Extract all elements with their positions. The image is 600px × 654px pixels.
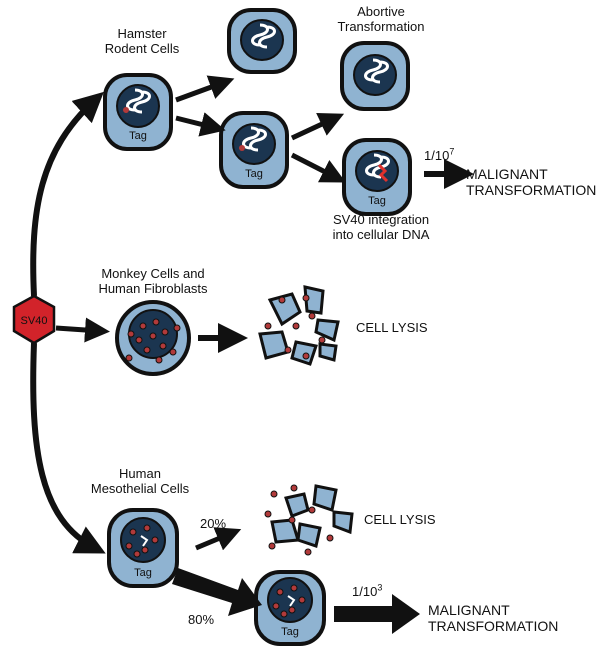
thick-arrow-malignant-2: [334, 594, 420, 634]
transformed-mesothelial-cell: [254, 570, 326, 646]
tag-label-1: Tag: [129, 130, 147, 142]
arrow-to-mesothelial: [30, 342, 106, 554]
pct-transform: 80%: [188, 612, 215, 627]
lysis-label-2: CELL LYSIS: [364, 512, 436, 527]
abortive-cell: [340, 41, 410, 111]
lysis-label-1: CELL LYSIS: [356, 320, 428, 335]
ratio-2: 1/103: [352, 582, 383, 599]
integration-cell: [342, 138, 412, 216]
untransformed-cell: [227, 8, 297, 74]
infected-monkey-cell: [115, 300, 191, 376]
ratio-1: 1/107: [424, 146, 455, 163]
lysis-debris-1: [258, 285, 340, 366]
hamster-cell: [103, 73, 173, 151]
tag-label-4: Tag: [134, 567, 152, 579]
pct-lysis: 20%: [200, 516, 227, 531]
thick-arrow-80: [172, 568, 262, 616]
arrow-to-monkey: [55, 317, 110, 343]
virus-label: SV40: [21, 315, 48, 327]
arrow-to-hamster: [30, 91, 104, 297]
dividing-cell: [219, 111, 289, 189]
sv40-virus-icon: SV40: [12, 294, 56, 345]
mesothelial-cell: [107, 508, 179, 588]
tag-label-5: Tag: [281, 626, 299, 638]
tag-label-2: Tag: [245, 168, 263, 180]
tag-label-3: Tag: [368, 195, 386, 207]
lysis-debris-2: [264, 484, 354, 556]
